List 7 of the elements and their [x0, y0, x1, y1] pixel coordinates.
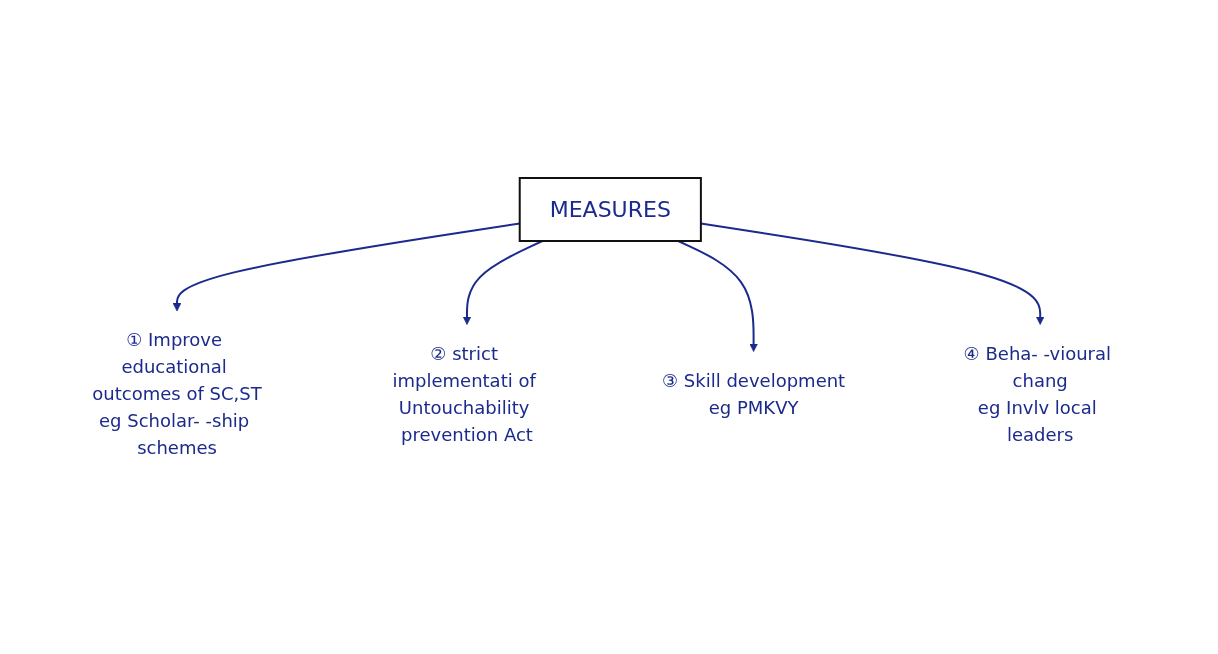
node-text: ③ Skill development eg PMKVY: [662, 369, 846, 418]
node-text: ② strict implementati of Untouchability prevention Act: [392, 342, 537, 445]
node-text: ④ Beha- -vioural chang eg Invlv local leaders: [964, 342, 1112, 445]
node-box: MEASURES: [519, 177, 703, 242]
arrow: [463, 240, 544, 325]
node-text: ① Improve educational outcomes of SC,ST eg Scholar- -ship schemes: [92, 329, 263, 458]
arrow: [677, 240, 759, 352]
